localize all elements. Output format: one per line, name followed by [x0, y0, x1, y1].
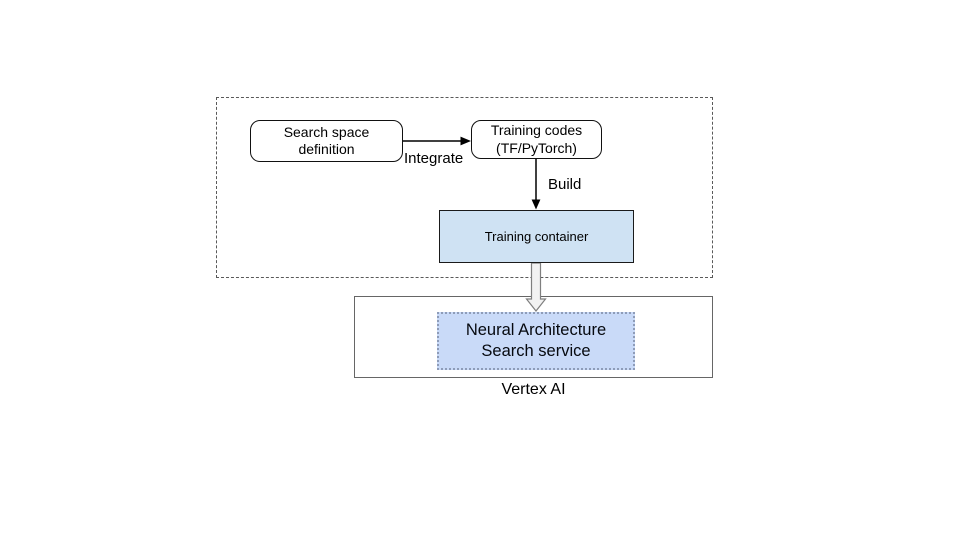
nas-service-label: Neural Architecture Search service [465, 321, 607, 360]
training-container-label: Training container [484, 229, 589, 244]
integrate-arrow-label: Integrate [404, 150, 464, 167]
dev-dashed-container [216, 97, 713, 278]
training-container-box: Training container [439, 210, 634, 263]
training-codes-box: Training codes (TF/PyTorch) [471, 120, 602, 159]
search-space-definition-box: Search space definition [250, 120, 403, 162]
training-codes-label: Training codes (TF/PyTorch) [490, 122, 583, 156]
nas-service-box: Neural Architecture Search service [437, 312, 635, 370]
build-arrow-label: Build [548, 176, 582, 193]
search-space-definition-label: Search space definition [283, 123, 370, 157]
vertex-ai-caption: Vertex AI [501, 381, 566, 398]
